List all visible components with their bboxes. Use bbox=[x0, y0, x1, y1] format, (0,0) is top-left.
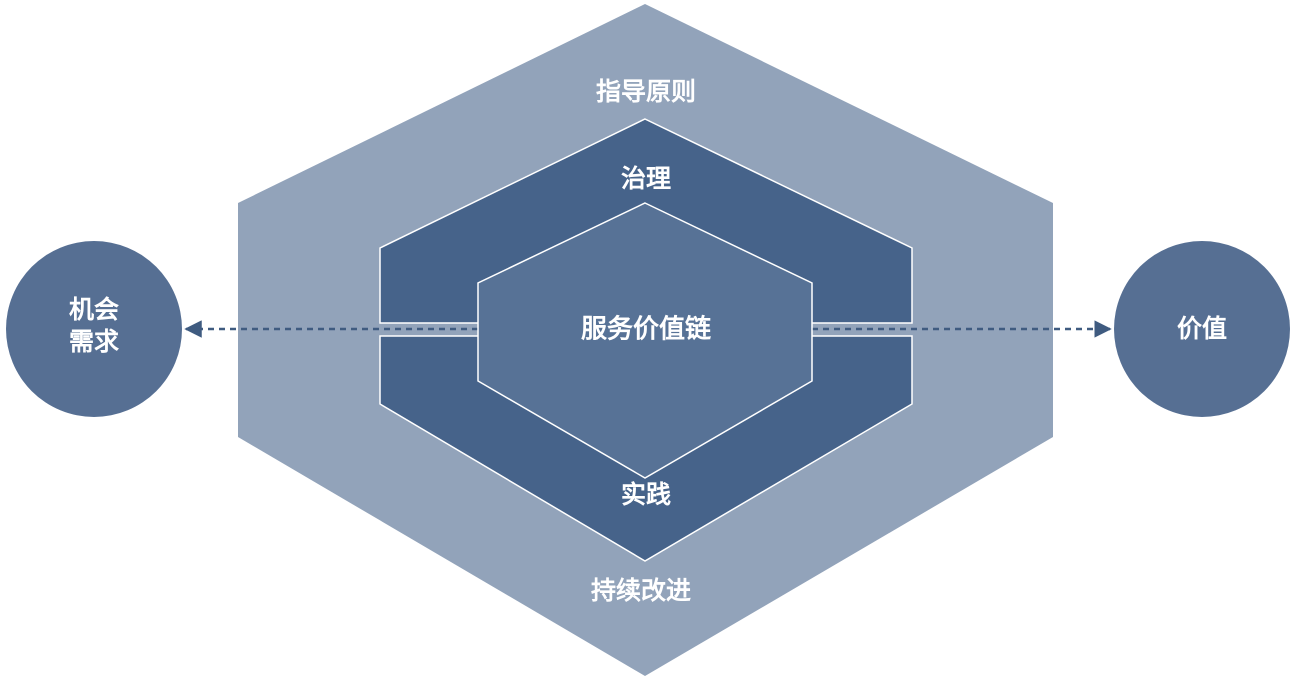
opportunity-demand-circle bbox=[6, 241, 182, 417]
demand-label: 需求 bbox=[69, 327, 119, 356]
governance-label: 治理 bbox=[621, 164, 671, 193]
opportunity-label: 机会 bbox=[69, 295, 119, 324]
value-label: 价值 bbox=[1177, 314, 1227, 343]
guiding-principles-label: 指导原则 bbox=[596, 77, 696, 106]
value-circle bbox=[1114, 241, 1290, 417]
continual-improvement-label: 持续改进 bbox=[591, 576, 691, 605]
inner-hexagon bbox=[477, 202, 813, 479]
practices-label: 实践 bbox=[621, 480, 671, 509]
service-value-chain-label: 服务价值链 bbox=[581, 314, 711, 345]
